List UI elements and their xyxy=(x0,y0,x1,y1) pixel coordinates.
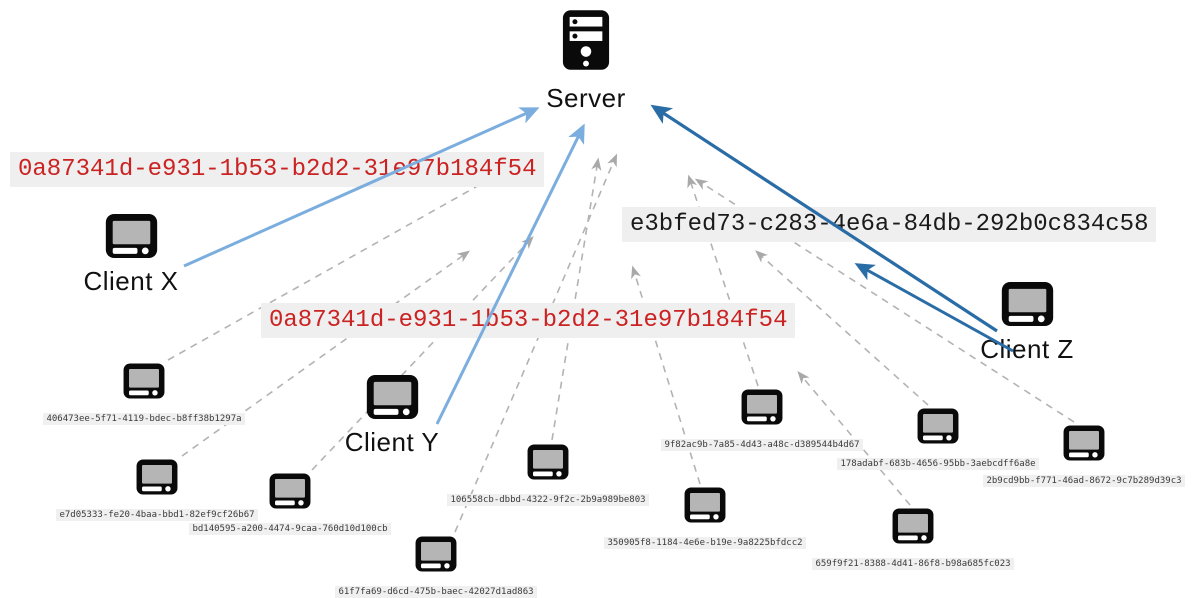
uuid-label-duplicate-middle: 0a87341d-e931-1b53-b2d2-31e97b184f54 xyxy=(261,303,796,338)
client-uuid-label: bd140595-a200-4474-9caa-760d10d100cb xyxy=(189,523,391,535)
client-node: 9f82ac9b-7a85-4d43-a48c-d389544b4d67 xyxy=(661,388,863,451)
computer-icon xyxy=(741,389,783,425)
computer-icon xyxy=(123,363,165,399)
client-node: 2b9cd9bb-f771-46ad-8672-9c7b289d39c3 xyxy=(983,424,1185,487)
uuid-label-duplicate-top-left: 0a87341d-e931-1b53-b2d2-31e97b184f54 xyxy=(10,152,545,187)
dashed-arrow-client-to-server xyxy=(551,157,602,441)
uuid-label-unique-right: e3bfed73-c283-4e6a-84db-292b0c834c58 xyxy=(622,207,1157,242)
computer-icon xyxy=(684,487,726,523)
client-uuid-label: 350905f8-1184-4e6e-b19e-9a8225bfdcc2 xyxy=(604,537,806,549)
client-x-label: Client X xyxy=(83,266,179,296)
client-uuid-label: 406473ee-5f71-4119-bdec-b8ff38b1297a xyxy=(43,413,245,425)
client-uuid-label: 2b9cd9bb-f771-46ad-8672-9c7b289d39c3 xyxy=(983,475,1185,487)
computer-icon xyxy=(415,536,457,572)
computer-icon xyxy=(1063,425,1105,461)
client-uuid-label: e7d05333-fe20-4baa-bbd1-82ef9cf26b67 xyxy=(56,509,258,521)
client-node: 350905f8-1184-4e6e-b19e-9a8225bfdcc2 xyxy=(604,486,806,549)
computer-icon xyxy=(1001,282,1053,326)
computer-icon xyxy=(366,375,418,419)
computer-icon xyxy=(527,444,569,480)
client-z-node: Client Z xyxy=(967,280,1087,365)
client-y-label: Client Y xyxy=(344,427,440,457)
computer-icon xyxy=(269,473,311,509)
computer-icon xyxy=(105,214,157,258)
server-icon xyxy=(562,10,610,70)
client-node: 61f7fa69-d6cd-475b-baec-42027d1ad863 xyxy=(335,535,537,598)
server-label: Server xyxy=(546,83,626,113)
computer-icon xyxy=(917,408,959,444)
client-node: e7d05333-fe20-4baa-bbd1-82ef9cf26b67 xyxy=(56,458,258,521)
computer-icon xyxy=(136,459,178,495)
server-node: Server xyxy=(536,8,636,114)
client-uuid-label: 659f9f21-8388-4d41-86f8-b98a685fc023 xyxy=(812,558,1014,570)
client-uuid-label: 9f82ac9b-7a85-4d43-a48c-d389544b4d67 xyxy=(661,439,863,451)
client-node: bd140595-a200-4474-9caa-760d10d100cb xyxy=(189,472,391,535)
client-x-node: Client X xyxy=(71,212,191,297)
computer-icon xyxy=(892,508,934,544)
client-node: 659f9f21-8388-4d41-86f8-b98a685fc023 xyxy=(812,507,1014,570)
client-z-label: Client Z xyxy=(980,334,1074,364)
client-node: 406473ee-5f71-4119-bdec-b8ff38b1297a xyxy=(43,362,245,425)
arrow-client-x-to-server xyxy=(183,107,540,268)
client-y-node: Client Y xyxy=(332,373,452,458)
client-uuid-label: 61f7fa69-d6cd-475b-baec-42027d1ad863 xyxy=(335,586,537,598)
